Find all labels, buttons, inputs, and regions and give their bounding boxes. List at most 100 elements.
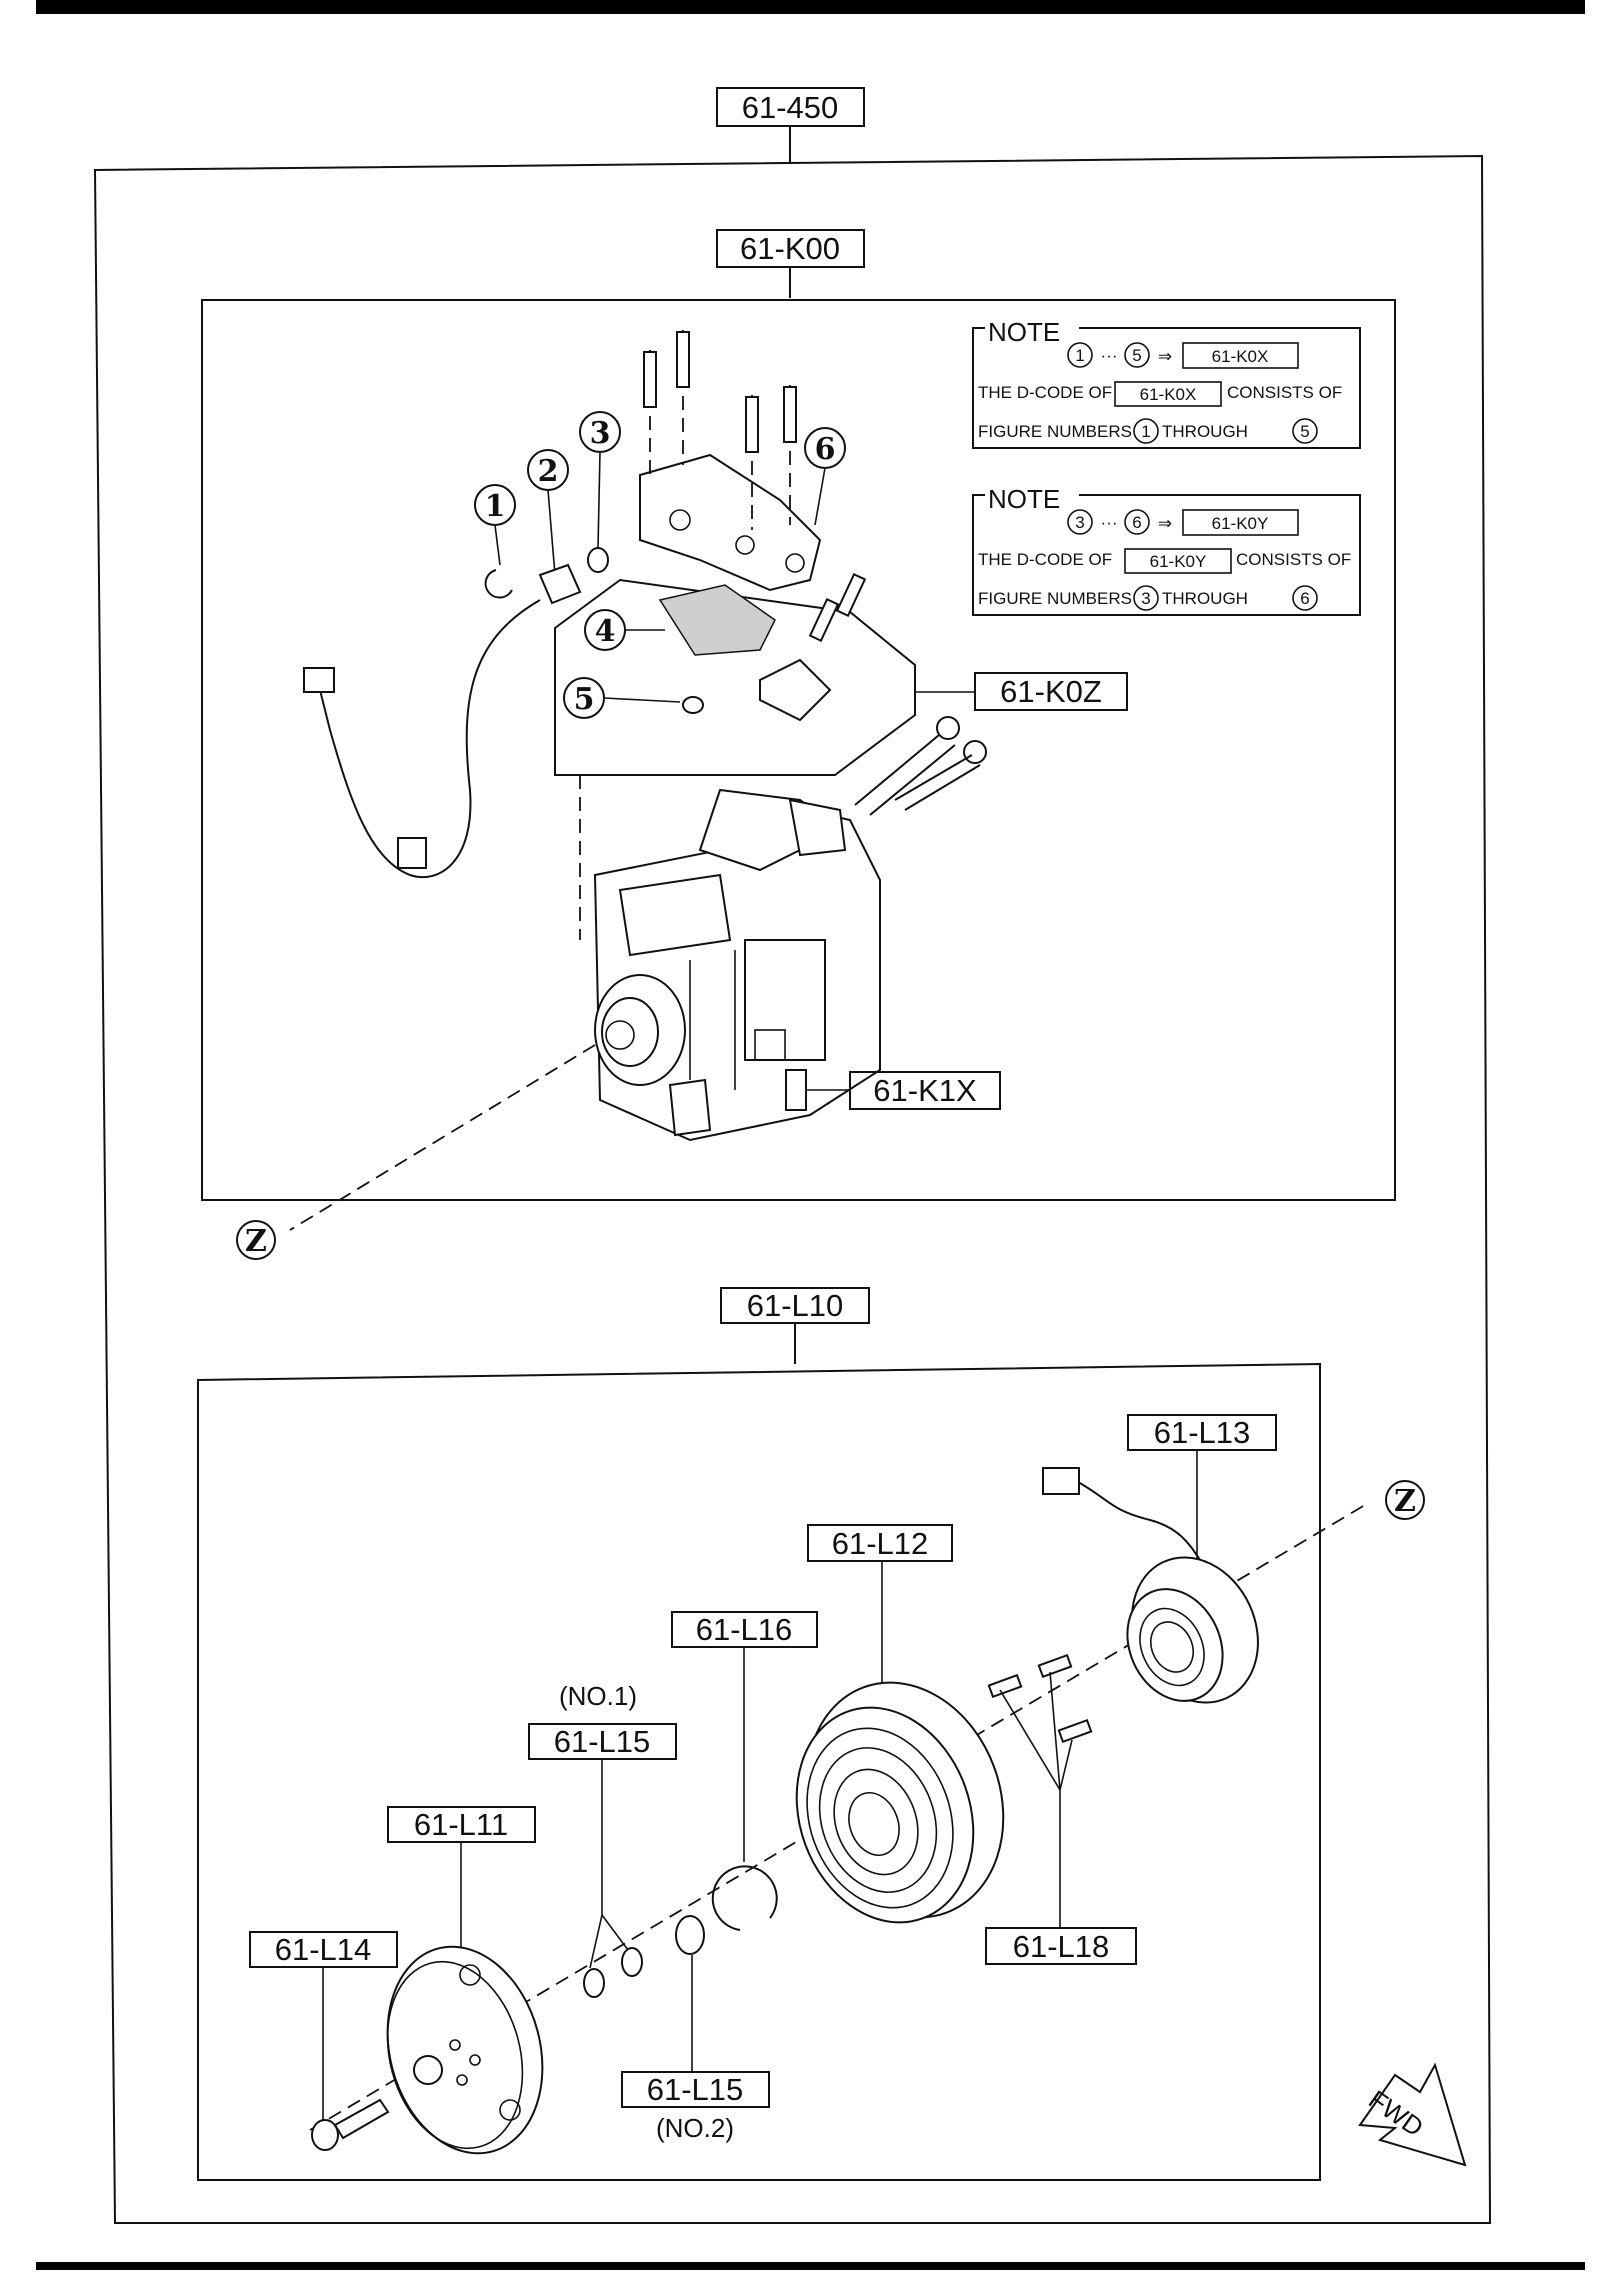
group2-label[interactable]: 61-L10 <box>720 1287 870 1324</box>
group2-label-text: 61-L10 <box>747 1288 844 1323</box>
callout-3-text: 3 <box>590 416 611 451</box>
snap-clip-1 <box>484 569 513 599</box>
note2-line1-code: 61-K0Y <box>1150 552 1207 571</box>
group1-label[interactable]: 61-K00 <box>716 229 865 268</box>
callout-4-text: 4 <box>595 614 616 649</box>
fwd-arrow: FWD <box>1358 2062 1467 2167</box>
label-61-L16[interactable]: 61-L16 <box>671 1611 818 1648</box>
clutch-coil <box>1042 1467 1259 1704</box>
callout-2-text: 2 <box>538 454 559 489</box>
note2-end: 6 <box>1132 513 1141 532</box>
shim-no1-b <box>583 1968 605 1998</box>
axis-line-upper <box>289 1044 596 1231</box>
note1-end: 5 <box>1132 346 1141 365</box>
screws <box>987 1653 1093 1791</box>
pulley <box>795 1681 1005 1924</box>
note1-start: 1 <box>1075 346 1084 365</box>
callout-5-text: 5 <box>574 682 595 717</box>
note-box-2: NOTE 3 ··· 6 ⇒ 61-K0Y THE D-CODE OF 61-K… <box>972 484 1361 616</box>
root-label-text: 61-450 <box>742 90 839 125</box>
note1-line1-pre: THE D-CODE OF <box>978 383 1112 402</box>
snap-ring <box>711 1865 778 1931</box>
note2-line1-pre: THE D-CODE OF <box>978 550 1112 569</box>
ref-mark-z-upper-text: Z <box>245 1224 267 1259</box>
note1-sep: ··· <box>1101 346 1118 365</box>
callout-2[interactable]: 2 <box>527 449 569 491</box>
callout-4[interactable]: 4 <box>584 609 626 651</box>
switch-fasteners <box>759 573 867 722</box>
label-61-L11[interactable]: 61-L11 <box>387 1806 536 1843</box>
note-box-1: NOTE 1 ··· 5 ⇒ 61-K0X THE D-CODE OF 61-K… <box>972 317 1361 449</box>
note1-arrow: ⇒ <box>1158 347 1172 366</box>
note1-heading: NOTE <box>988 317 1060 347</box>
label-61-L13-text: 61-L13 <box>1154 1415 1251 1450</box>
callout-6-text: 6 <box>815 432 836 467</box>
label-61-K0Z[interactable]: 61-K0Z <box>974 672 1128 711</box>
k0z-outline <box>554 578 916 776</box>
label-61-L14-text: 61-L14 <box>275 1932 372 1967</box>
note1-line1-post: CONSISTS OF <box>1227 383 1342 402</box>
group2-frame <box>197 1362 1321 2181</box>
label-61-L12[interactable]: 61-L12 <box>807 1524 953 1562</box>
note2-line2-end: 6 <box>1300 589 1309 608</box>
note1-line2-mid: THROUGH <box>1162 422 1248 441</box>
note2-line2-pre: FIGURE NUMBERS <box>978 589 1132 608</box>
o-ring-3 <box>587 547 609 573</box>
callout-1[interactable]: 1 <box>474 484 516 526</box>
callout-5[interactable]: 5 <box>563 677 605 719</box>
label-61-K1X-text: 61-K1X <box>873 1073 977 1108</box>
bottom-rule <box>36 2262 1585 2270</box>
root-label[interactable]: 61-450 <box>716 87 865 127</box>
note1-line2-start: 1 <box>1141 422 1150 441</box>
compressor-body <box>579 775 881 1142</box>
label-61-L15-no2-text: 61-L15 <box>647 2072 744 2107</box>
label-61-L18[interactable]: 61-L18 <box>985 1927 1137 1965</box>
harness-clip <box>397 837 427 869</box>
note1-line1-code: 61-K0X <box>1140 385 1197 404</box>
note1-code: 61-K0X <box>1212 347 1269 366</box>
valve-bracket <box>639 330 822 592</box>
callout-3[interactable]: 3 <box>579 411 621 453</box>
note2-line2-start: 3 <box>1141 589 1150 608</box>
shim-no2-note: (NO.2) <box>656 2113 734 2143</box>
group1-frame <box>201 299 1396 1201</box>
label-61-L13[interactable]: 61-L13 <box>1127 1414 1277 1451</box>
o-ring-5 <box>682 696 704 714</box>
callout-6[interactable]: 6 <box>804 427 846 469</box>
label-61-L15-no1[interactable]: 61-L15 <box>528 1723 677 1760</box>
label-61-L16-text: 61-L16 <box>696 1612 793 1647</box>
note2-start: 3 <box>1075 513 1084 532</box>
ref-mark-z-lower-text: Z <box>1394 1484 1416 1519</box>
pressure-plate <box>386 1945 544 2155</box>
note2-line2-mid: THROUGH <box>1162 589 1248 608</box>
label-61-L15-no2[interactable]: 61-L15 <box>621 2071 770 2108</box>
note2-arrow: ⇒ <box>1158 514 1172 533</box>
label-61-L14[interactable]: 61-L14 <box>249 1931 398 1968</box>
ref-mark-z-upper: Z <box>236 1220 276 1260</box>
hose-fitting <box>538 563 582 605</box>
group1-label-text: 61-K00 <box>740 231 840 266</box>
shim-no1-a <box>621 1947 643 1977</box>
shim-no2 <box>675 1915 705 1955</box>
shim-no1-note: (NO.1) <box>559 1681 637 1711</box>
note2-heading: NOTE <box>988 484 1060 514</box>
note1-line2-end: 5 <box>1300 422 1309 441</box>
gasket-plate <box>658 584 776 656</box>
outer-frame <box>93 154 1492 2224</box>
center-bolt <box>311 2098 390 2151</box>
note2-line1-post: CONSISTS OF <box>1236 550 1351 569</box>
pressure-switch <box>785 1069 807 1111</box>
note1-line2-pre: FIGURE NUMBERS <box>978 422 1132 441</box>
label-61-K0Z-text: 61-K0Z <box>1000 674 1102 709</box>
label-61-L18-text: 61-L18 <box>1013 1929 1110 1964</box>
label-61-K1X[interactable]: 61-K1X <box>849 1071 1001 1110</box>
note2-sep: ··· <box>1101 513 1118 532</box>
label-61-L11-text: 61-L11 <box>414 1807 508 1842</box>
top-rule <box>36 0 1585 14</box>
ref-mark-z-lower: Z <box>1385 1480 1425 1520</box>
note2-code: 61-K0Y <box>1212 514 1269 533</box>
wire-harness <box>319 599 541 879</box>
harness-connector <box>303 667 335 693</box>
callout-1-text: 1 <box>485 489 506 524</box>
